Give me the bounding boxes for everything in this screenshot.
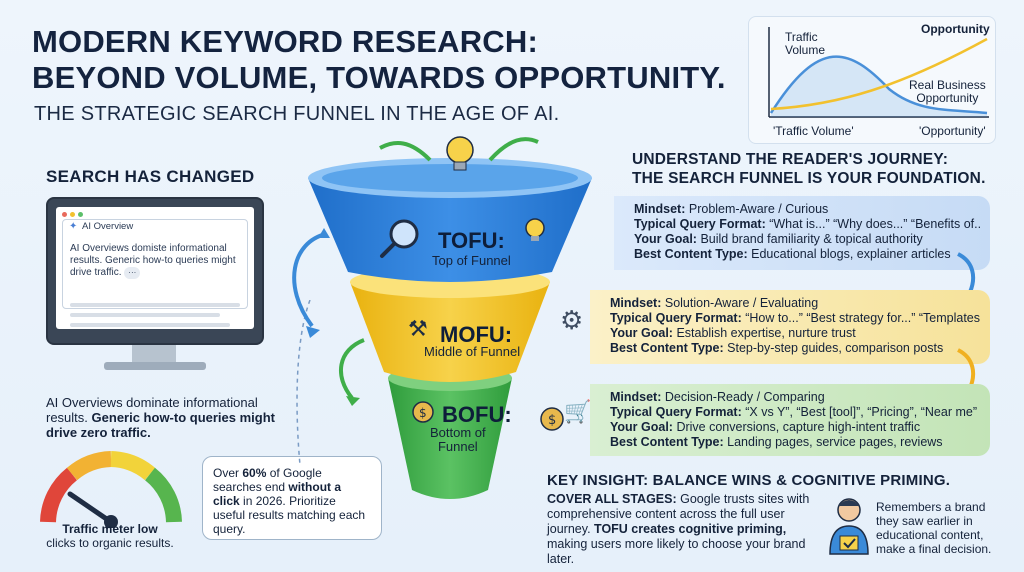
- mofu-content: Best Content Type: Step-by-step guides, …: [610, 341, 944, 355]
- gears-icon: ⚙: [560, 306, 584, 336]
- title-line-2: BEYOND VOLUME, TOWARDS OPPORTUNITY.: [32, 60, 726, 95]
- mofu-goal: Your Goal: Establish expertise, nurture …: [610, 326, 856, 340]
- sparkle-icon: ✦: [69, 221, 78, 232]
- svg-text:$: $: [419, 406, 427, 420]
- traffic-volume-curve: [769, 55, 988, 115]
- tofu-goal: Your Goal: Build brand familiarity & top…: [634, 232, 923, 246]
- bofu-query: Typical Query Format: “X vs Y”, “Best [t…: [610, 405, 977, 419]
- shopping-cart-icon: 🛒: [564, 400, 592, 425]
- ai-overview-caption: AI Overviews dominate informational resu…: [46, 395, 275, 440]
- mini-chart-label-traffic: Traffic Volume: [785, 30, 826, 57]
- mofu-details-panel: Mindset: Solution-Aware / Evaluating Typ…: [590, 290, 990, 364]
- opportunity-curve: [770, 37, 988, 111]
- zero-click-callout: Over 60% of Google searches end without …: [202, 456, 382, 540]
- gauge-green-segment: [144, 467, 182, 523]
- mini-chart-svg: [768, 27, 989, 118]
- priming-note: Remembers a brand they saw earlier in ed…: [876, 500, 992, 556]
- mofu-mindset: Mindset: Solution-Aware / Evaluating: [610, 296, 819, 310]
- monitor-illustration: ✦ AI Overview AI Overviews domiste infor…: [46, 197, 264, 345]
- traffic-gauge: [40, 451, 182, 528]
- money-bag-small-icon: $: [538, 402, 566, 437]
- gauge-hub: [104, 515, 118, 528]
- money-bag-icon: $: [412, 401, 434, 423]
- bofu-goal: Your Goal: Drive conversions, capture hi…: [610, 420, 921, 434]
- mini-chart-label-opportunity: Opportunity: [921, 22, 990, 36]
- journey-heading: UNDERSTAND THE READER'S JOURNEY: THE SEA…: [632, 151, 986, 187]
- search-changed-heading: SEARCH HAS CHANGED: [46, 167, 255, 186]
- mini-chart-axis-right: 'Opportunity': [919, 124, 986, 138]
- bofu-details-panel: Mindset: Decision-Ready / Comparing Typi…: [590, 384, 990, 456]
- key-insight-text: COVER ALL STAGES: Google trusts sites wi…: [547, 492, 810, 566]
- arrow-mofu-bofu-icon: [338, 338, 365, 406]
- overview-more-chip: ···: [124, 267, 141, 279]
- tofu-subtitle: Top of Funnel: [432, 253, 511, 268]
- magnifier-icon: [380, 219, 419, 258]
- gauge-orange-segment: [66, 451, 112, 481]
- tofu-bulb-icon: [525, 218, 545, 241]
- traffic-vs-opportunity-chart: Traffic Volume Opportunity Real Business…: [748, 16, 996, 144]
- bofu-subtitle: Bottom of Funnel: [430, 425, 486, 454]
- bofu-mindset: Mindset: Decision-Ready / Comparing: [610, 390, 825, 404]
- search-funnel: ⚒ $: [308, 136, 592, 499]
- overview-card: [62, 219, 248, 309]
- placeholder-line: [70, 323, 230, 327]
- tools-icon: ⚒: [408, 317, 428, 342]
- window-dots: [62, 212, 83, 217]
- mini-chart-axis-left: 'Traffic Volume': [773, 124, 854, 138]
- mofu-title: MOFU:: [440, 322, 513, 347]
- tofu-details-panel: Mindset: Problem-Aware / Curious Typical…: [614, 196, 990, 270]
- overview-text: AI Overviews domiste informational resul…: [70, 243, 236, 279]
- lightbulb-icon: [446, 136, 474, 171]
- monitor-screen: ✦ AI Overview AI Overviews domiste infor…: [56, 207, 254, 329]
- tofu-query: Typical Query Format: “What is...” “Why …: [634, 217, 980, 231]
- tofu-opening: [322, 164, 578, 192]
- placeholder-line: [70, 313, 220, 317]
- arrow-out-right-icon: [488, 137, 539, 162]
- gauge-red-segment: [40, 467, 78, 523]
- overview-label: AI Overview: [82, 221, 134, 232]
- placeholder-line: [70, 303, 240, 307]
- mofu-subtitle: Middle of Funnel: [424, 344, 521, 359]
- gauge-yellow-segment: [110, 451, 156, 481]
- monitor-stand: [132, 345, 176, 365]
- gauge-needle: [67, 491, 114, 525]
- tofu-title: TOFU:: [438, 228, 505, 253]
- key-insight-heading: KEY INSIGHT: BALANCE WINS & COGNITIVE PR…: [547, 472, 951, 489]
- mini-chart-label-business: Real Business Opportunity: [909, 78, 986, 105]
- mofu-section: [350, 282, 550, 382]
- mofu-query: Typical Query Format: “How to...” “Best …: [610, 311, 980, 325]
- arrow-out-left-icon: [379, 141, 432, 162]
- bofu-title: BOFU:: [442, 402, 512, 427]
- monitor-base: [104, 362, 206, 370]
- tofu-mindset: Mindset: Problem-Aware / Curious: [634, 202, 829, 216]
- bofu-content: Best Content Type: Landing pages, servic…: [610, 435, 943, 449]
- svg-text:$: $: [548, 413, 556, 428]
- title-line-1: MODERN KEYWORD RESEARCH:: [32, 24, 538, 59]
- dashed-connector: [296, 300, 311, 466]
- tofu-content: Best Content Type: Educational blogs, ex…: [634, 247, 951, 261]
- arrow-tofu-mofu-icon: [292, 228, 330, 338]
- page-title: MODERN KEYWORD RESEARCH: BEYOND VOLUME, …: [32, 24, 726, 96]
- person-icon: [829, 498, 869, 555]
- page-subtitle: THE STRATEGIC SEARCH FUNNEL IN THE AGE O…: [34, 103, 560, 125]
- gauge-caption: Traffic meter low clicks to organic resu…: [46, 522, 174, 550]
- tofu-section: [308, 178, 592, 282]
